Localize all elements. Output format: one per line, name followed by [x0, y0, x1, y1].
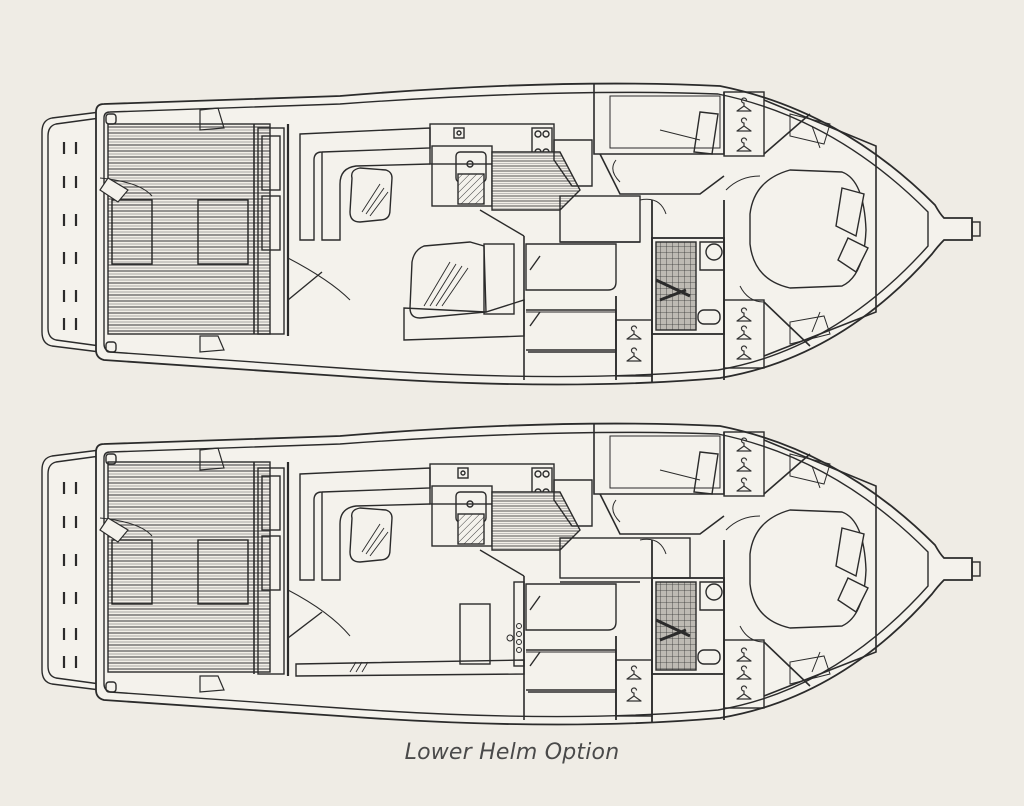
standard-layout-plan [41, 82, 981, 386]
lower-helm-layout-plan [41, 422, 981, 726]
plan-caption: Lower Helm Option [404, 740, 620, 765]
